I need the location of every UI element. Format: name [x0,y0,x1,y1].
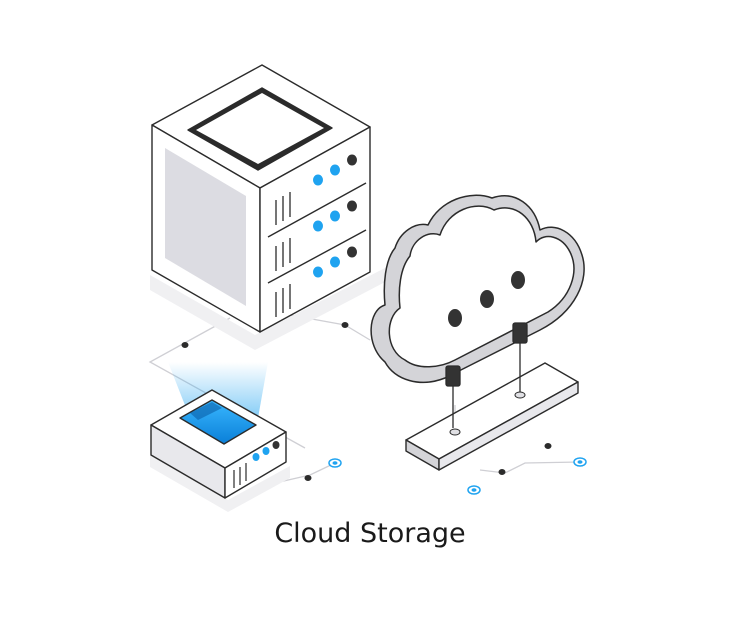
server-led-row-2 [313,200,357,232]
illustration-caption: Cloud Storage [274,518,466,549]
server-led-row-1 [313,154,357,186]
cloud-dock-icon [405,362,579,471]
device-leds [252,441,280,461]
cloud-dots [448,271,525,327]
server-shadow [150,268,385,350]
server-rack-icon [151,64,371,333]
device-shadow [150,455,290,512]
server-led-row-3 [313,246,357,278]
connector-dots [181,322,587,495]
cloud-icon [370,194,585,384]
storage-device-icon [150,389,287,499]
cloud-probes [445,322,528,428]
